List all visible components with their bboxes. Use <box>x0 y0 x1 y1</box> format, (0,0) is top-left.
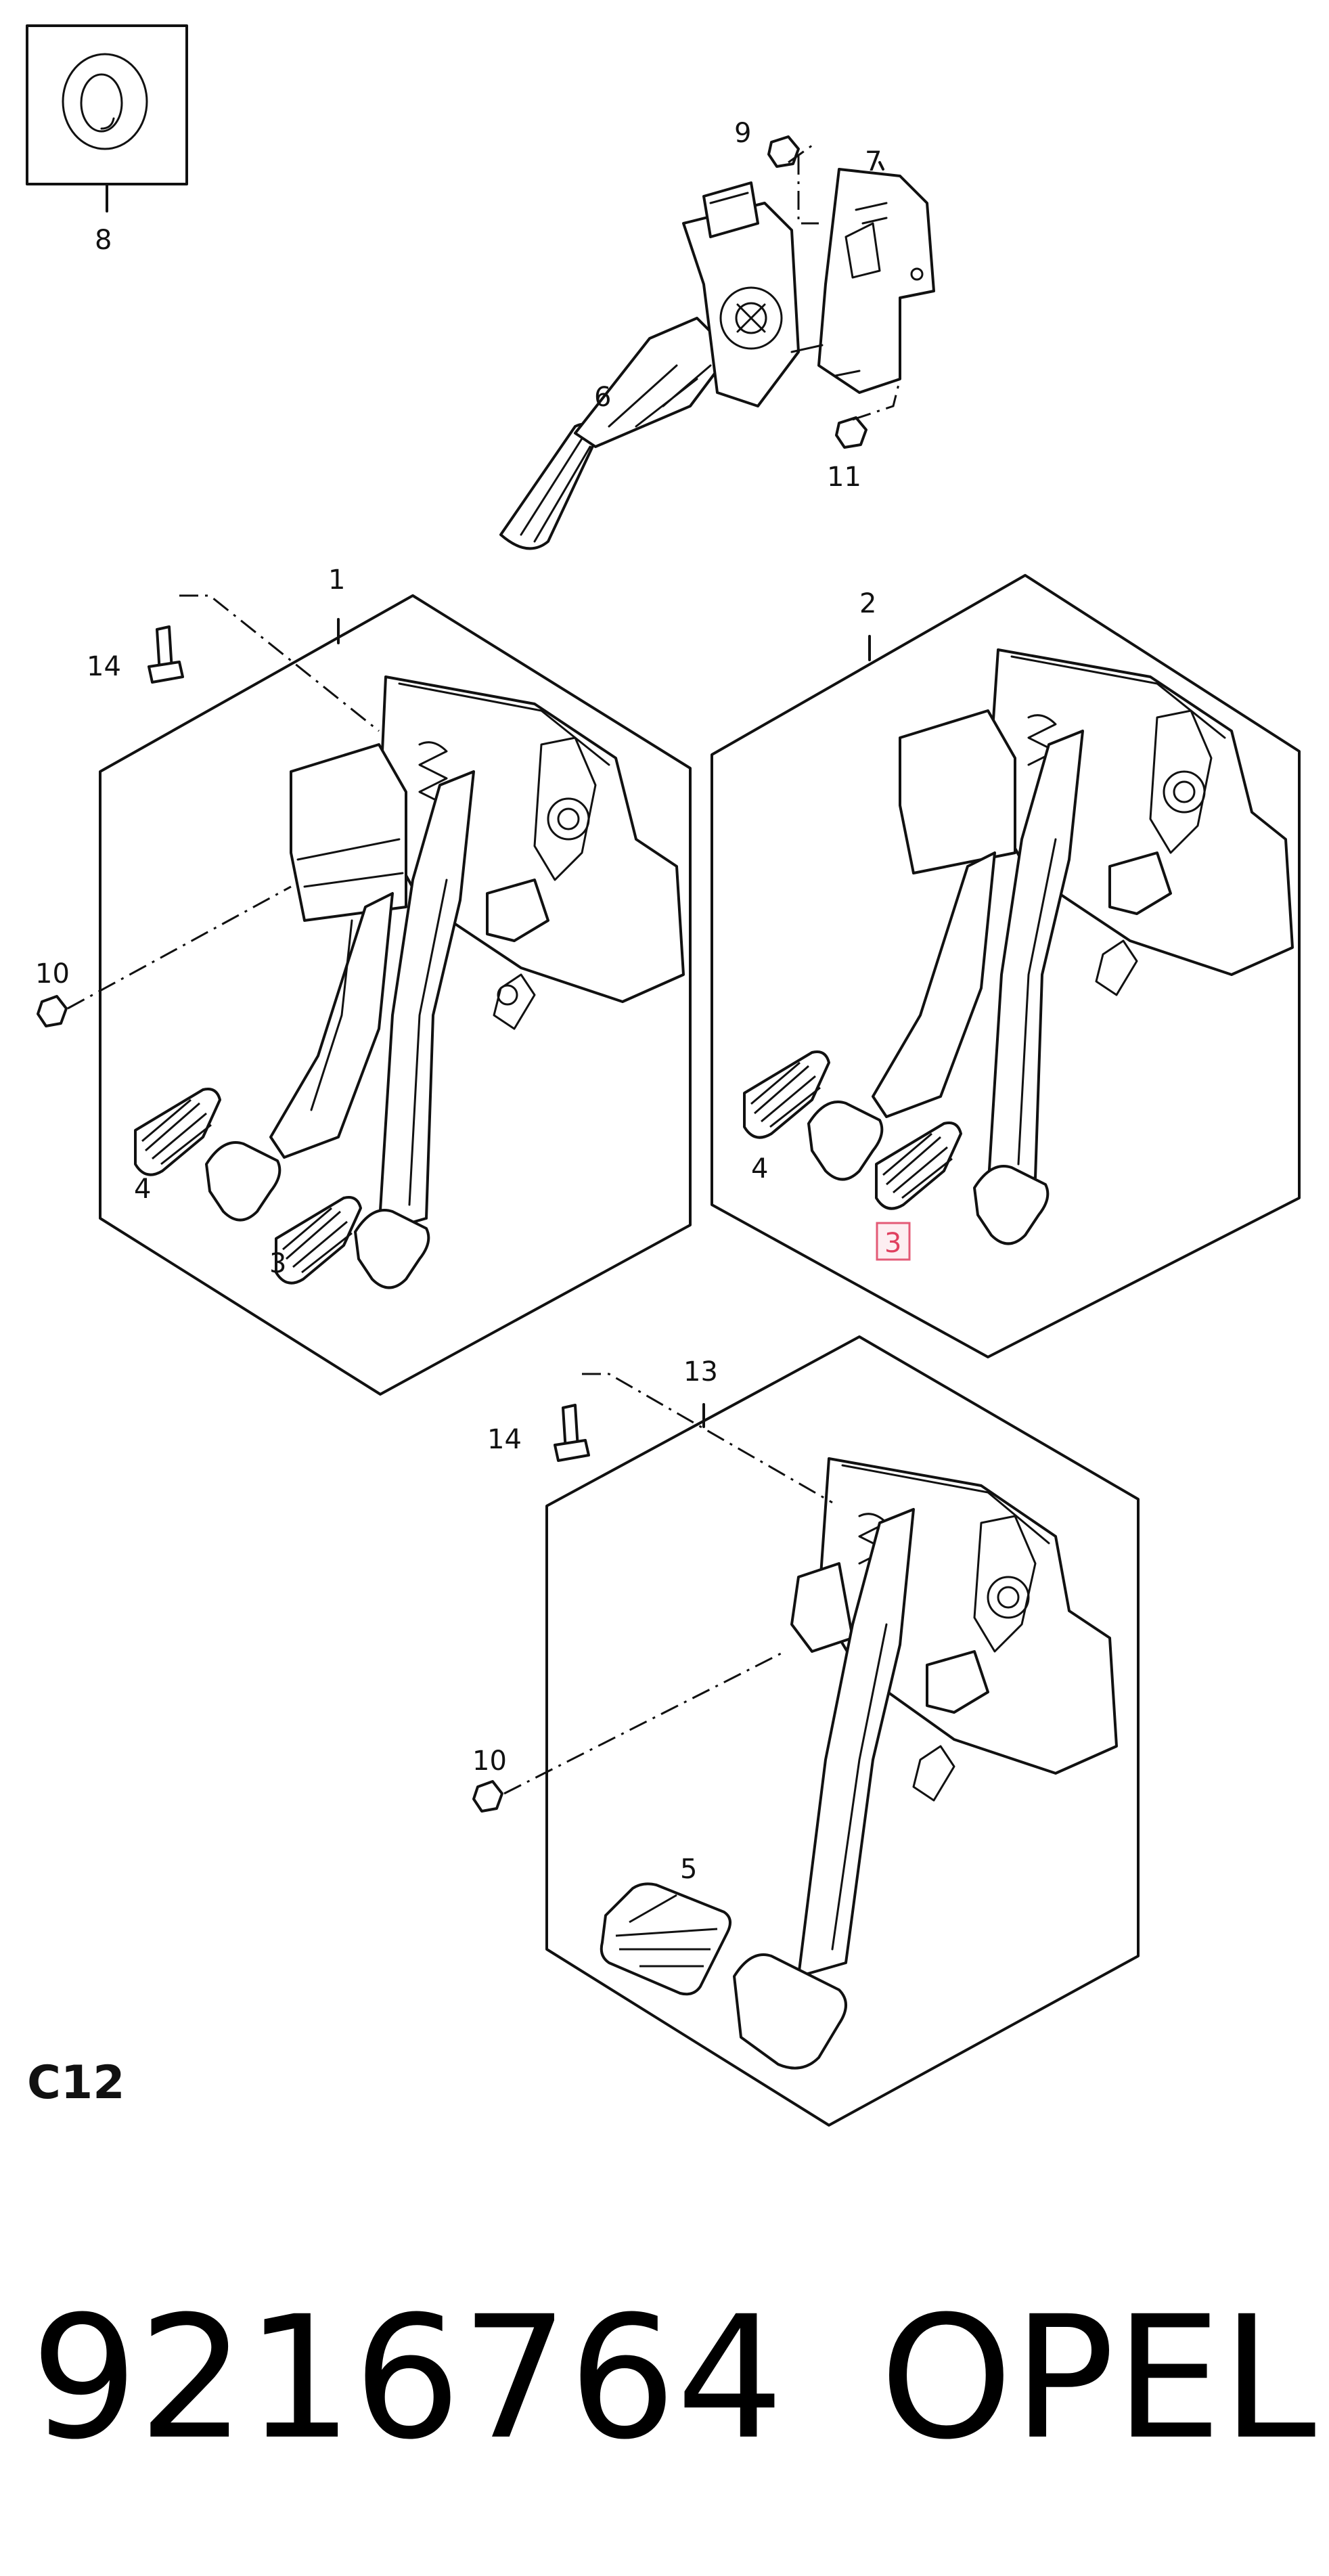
callout-labels: 8 9 7 6 11 1 14 10 4 3 2 4 3 13 14 10 5 <box>35 118 911 1885</box>
callout-3-right[interactable]: 3 <box>884 1228 901 1259</box>
callout-7: 7 <box>865 146 882 177</box>
part-number: 9216764 <box>30 2280 784 2477</box>
callout-14-top: 14 <box>87 651 121 682</box>
callout-1: 1 <box>328 564 345 596</box>
callout-8: 8 <box>95 225 112 256</box>
callout-10-top: 10 <box>35 958 70 990</box>
pedal-assembly-1 <box>37 594 692 1396</box>
callout-3-left: 3 <box>269 1248 286 1279</box>
callout-4-right: 4 <box>751 1153 768 1184</box>
callout-11: 11 <box>827 462 861 493</box>
callout-14-bottom: 14 <box>487 1424 522 1455</box>
brand-name: OPEL <box>880 2280 1316 2477</box>
callout-5: 5 <box>680 1854 697 1885</box>
callout-3-highlighted[interactable]: 3 <box>876 1222 911 1261</box>
pedal-assembly-2 <box>711 574 1301 1358</box>
callout-2: 2 <box>859 588 876 619</box>
callout-6: 6 <box>594 382 611 413</box>
callout-9: 9 <box>734 118 751 149</box>
part-8-clip <box>26 24 188 213</box>
accelerator-pedal-assembly <box>499 135 935 550</box>
callout-13: 13 <box>683 1356 718 1387</box>
pedal-assembly-13 <box>472 1335 1140 2127</box>
highlight-box <box>876 1222 911 1261</box>
callout-4-left: 4 <box>134 1174 151 1205</box>
callout-10-bottom: 10 <box>472 1746 507 1777</box>
section-code: C12 <box>27 2056 125 2110</box>
